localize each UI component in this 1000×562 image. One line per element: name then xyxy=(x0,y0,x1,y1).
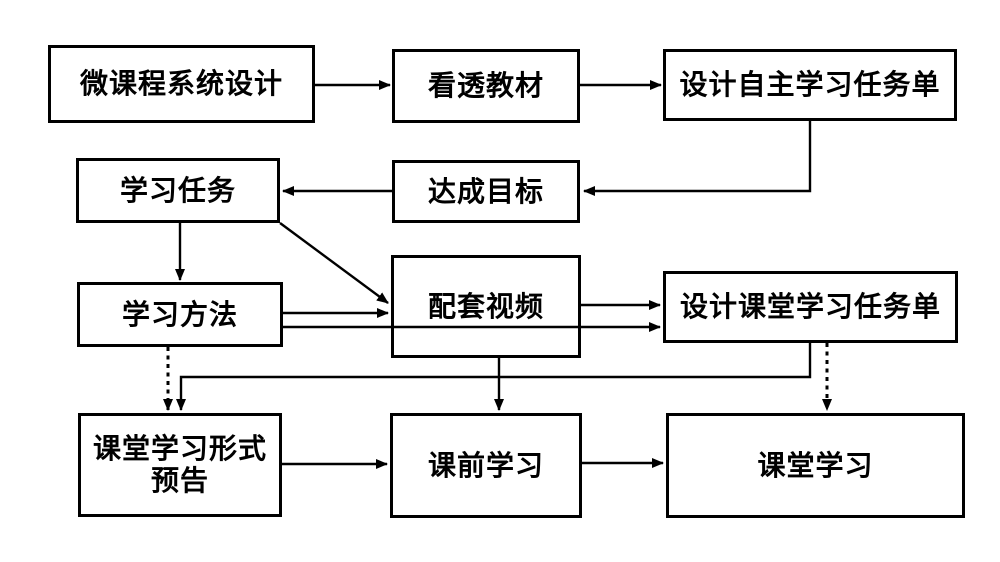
node-supporting-video: 配套视频 xyxy=(391,255,581,358)
node-class-format-preview-line1: 课堂学习形式 xyxy=(92,432,267,464)
node-understand-textbook: 看透教材 xyxy=(392,49,580,123)
edge-self-study-task-list-to-achieve-goal xyxy=(583,121,812,196)
node-learning-method: 学习方法 xyxy=(77,282,283,347)
node-design-self-study-task-list: 设计自主学习任务单 xyxy=(663,49,957,121)
node-micro-course-system-design: 微课程系统设计 xyxy=(48,45,315,123)
node-classroom-learning: 课堂学习 xyxy=(666,413,965,518)
node-achieve-goal: 达成目标 xyxy=(392,160,580,223)
node-pre-class-learning: 课前学习 xyxy=(390,413,582,518)
node-learning-task: 学习任务 xyxy=(76,158,280,223)
node-class-learning-format-preview: 课堂学习形式 预告 xyxy=(78,413,282,517)
node-class-format-preview-line2: 预告 xyxy=(150,465,209,496)
node-design-classroom-task-list: 设计课堂学习任务单 xyxy=(663,271,958,343)
edge-learning-task-to-supporting-video xyxy=(279,222,389,304)
